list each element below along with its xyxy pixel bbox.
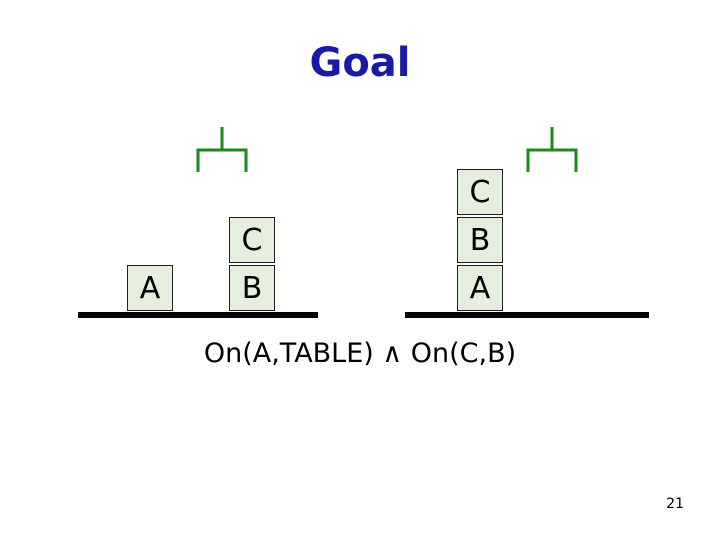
block-a-right: A: [457, 265, 503, 311]
left-table: [78, 312, 318, 318]
block-b-left: B: [229, 265, 275, 311]
goal-formula: On(A,TABLE) ∧ On(C,B): [203, 338, 517, 369]
block-c-right: C: [457, 169, 503, 215]
block-b-right: B: [457, 217, 503, 263]
slide-title: Goal: [309, 40, 411, 86]
block-c-left: C: [229, 217, 275, 263]
left-gripper-icon: [196, 127, 248, 172]
page-number: 21: [666, 496, 684, 512]
right-gripper-icon: [526, 127, 578, 172]
right-table: [405, 312, 649, 318]
block-a-left: A: [127, 265, 173, 311]
